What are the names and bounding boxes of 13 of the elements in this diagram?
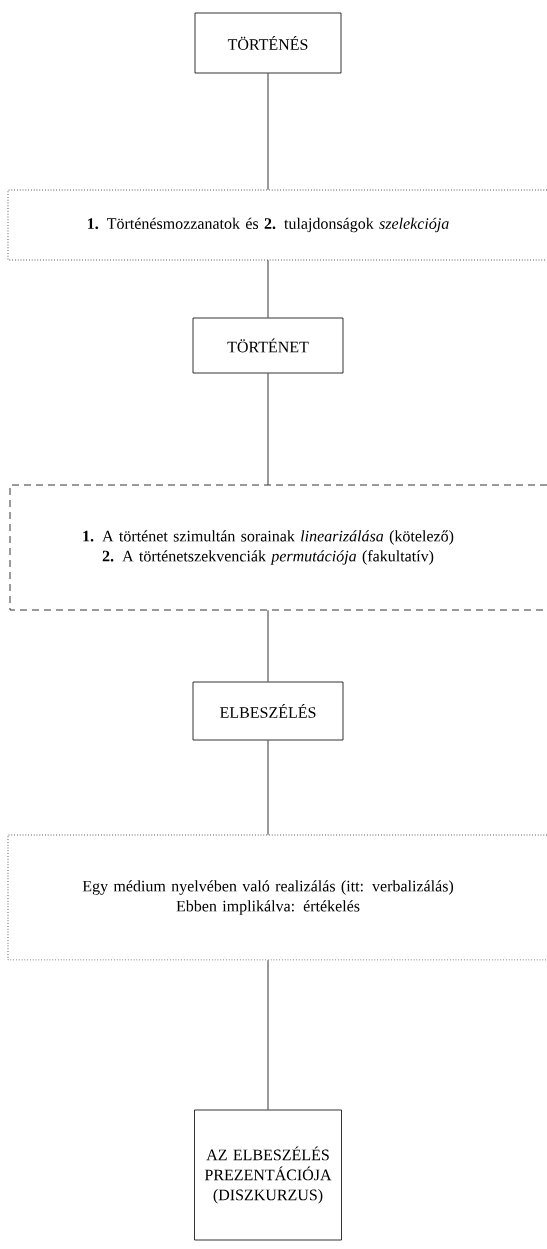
connector-line <box>267 259 269 318</box>
connector-line <box>267 959 269 1110</box>
process-box: AZ ELBESZÉLÉS PREZENTÁCIÓJA (DISZKURZUS) <box>194 1109 342 1241</box>
step-box: Egy médium nyelvében való realizálás (itt: verbalizálás) Ebben implikálva: értékelés <box>7 834 547 961</box>
connector-line <box>267 373 269 486</box>
connector-line <box>267 740 269 836</box>
process-box: ELBESZÉLÉS <box>192 681 344 741</box>
process-box: TÖRTÉNÉS <box>194 12 342 74</box>
step-box: 1. Történésmozzanatok és 2. tulajdonságok szelekciója <box>7 189 547 261</box>
step-box: 1. A történet szimultán sorainak linearizálása (kötelező) 2. A történetszekvenciák permutációja (fakultatív) <box>9 484 547 611</box>
process-box: TÖRTÉNET <box>192 317 344 374</box>
connector-line <box>267 609 269 682</box>
connector-line <box>267 73 269 191</box>
